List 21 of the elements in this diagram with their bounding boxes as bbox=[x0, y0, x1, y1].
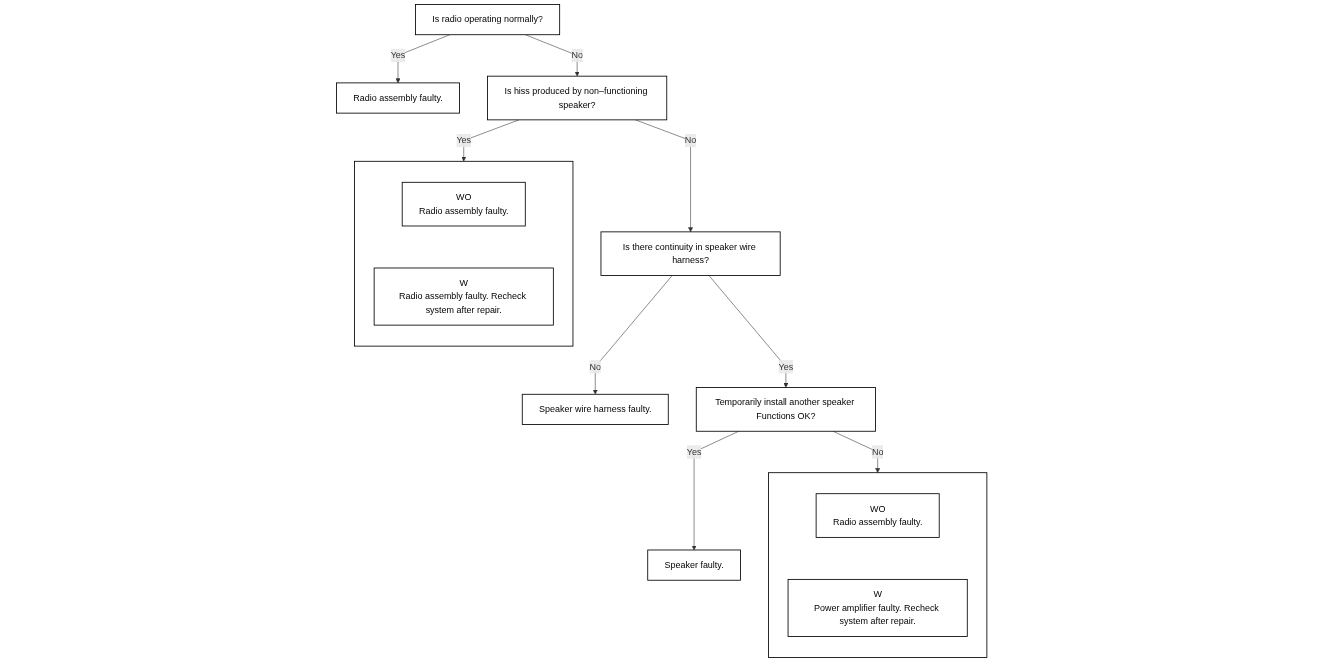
edge-label: Yes bbox=[778, 361, 794, 372]
edge-label: Yes bbox=[686, 446, 702, 457]
node-box: WO Radio assembly faulty. bbox=[401, 181, 526, 227]
node-box: Temporarily install another speaker Functions OK? bbox=[695, 387, 876, 432]
node-box: Is radio operating normally? bbox=[414, 4, 560, 36]
node-box: Speaker wire harness faulty. bbox=[521, 393, 669, 425]
edge-label: No bbox=[571, 50, 583, 60]
node-box: Is there continuity in speaker wire harness? bbox=[600, 231, 781, 276]
node-box: Radio assembly faulty. bbox=[335, 82, 460, 114]
cluster bbox=[353, 160, 574, 347]
node-box: WO Radio assembly faulty. bbox=[815, 493, 940, 538]
edge-label: No bbox=[684, 135, 697, 146]
edge-label: Yes bbox=[456, 135, 471, 146]
edge-label: Yes bbox=[390, 50, 406, 60]
node-box: W Power amplifier faulty. Recheck system after repair. bbox=[787, 578, 968, 637]
node-box: Speaker faulty. bbox=[647, 549, 741, 581]
cluster bbox=[767, 472, 988, 658]
node-box: Is hiss produced by non–functioning speaker? bbox=[486, 75, 667, 121]
edge-label: No bbox=[589, 361, 601, 372]
edge-label: No bbox=[871, 446, 884, 457]
node-box: W Radio assembly faulty. Recheck system after repair. bbox=[373, 267, 554, 326]
